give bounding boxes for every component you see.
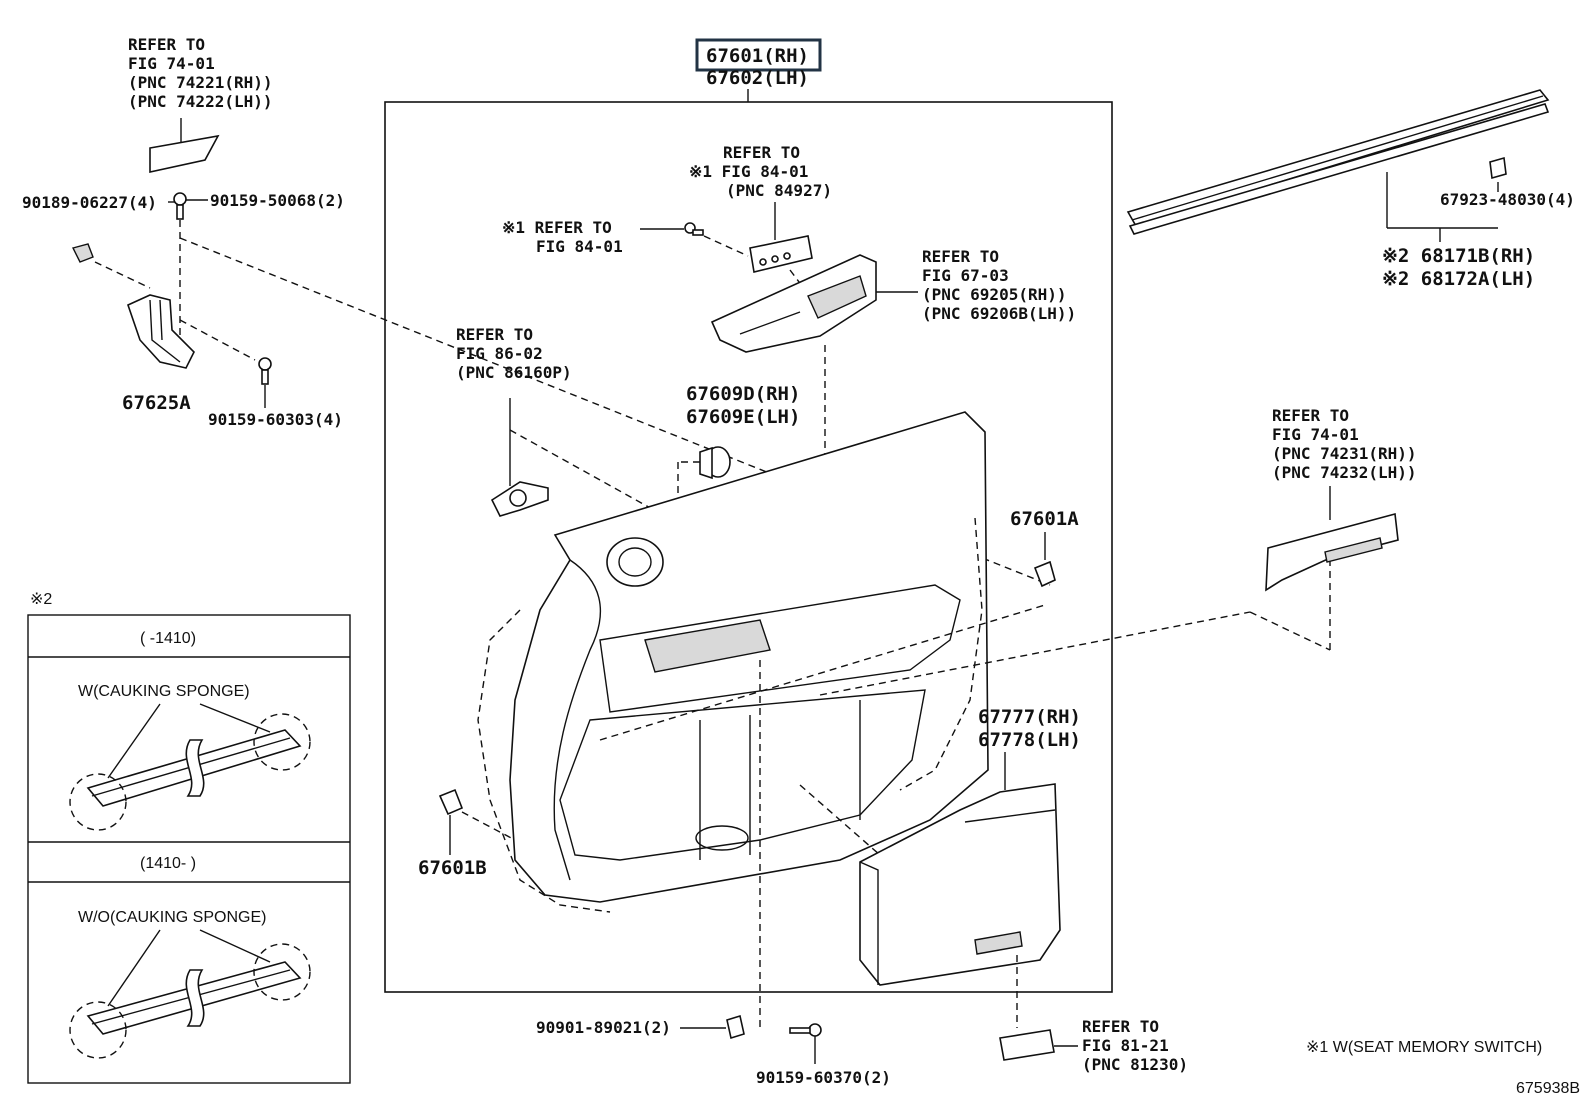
label-90159-60303: 90159-60303(4) xyxy=(208,410,343,429)
inset-molding-with-sponge xyxy=(69,703,311,831)
note-seat-memory-switch: ※1 W(SEAT MEMORY SWITCH) xyxy=(1306,1039,1542,1056)
refer-fig-74-01-right-line2: FIG 74-01 xyxy=(1272,425,1359,444)
clip-67923-48030 xyxy=(1489,156,1507,180)
screw-90159-60303 xyxy=(258,357,272,385)
door-belt-molding-68171B xyxy=(1126,89,1550,235)
trim-outline-clip-path-right xyxy=(899,517,983,791)
label-90159-60370: 90159-60370(2) xyxy=(756,1068,891,1087)
refer-fig-74-01-line2: FIG 74-01 xyxy=(128,54,215,73)
part-number-67601-rh: 67601(RH) xyxy=(706,45,809,67)
trim-outline-clip-path xyxy=(477,609,611,913)
refer-fig-86-02-line1: REFER TO xyxy=(456,325,533,344)
refer-fig-81-21-line3: (PNC 81230) xyxy=(1082,1055,1188,1074)
label-67777-rh: 67777(RH) xyxy=(978,706,1081,728)
refer-fig-84-01-a-line3: (PNC 84927) xyxy=(726,181,832,200)
label-67778-lh: 67778(LH) xyxy=(978,729,1081,751)
clip-90189-06227 xyxy=(71,243,94,263)
power-window-switch-bezel xyxy=(1265,512,1399,592)
refer-fig-67-03-line2: FIG 67-03 xyxy=(922,266,1009,285)
door-trim-board xyxy=(509,411,989,903)
label-68172A-lh: ※2 68172A(LH) xyxy=(1382,268,1535,290)
refer-fig-74-01-line3: (PNC 74221(RH)) xyxy=(128,73,273,92)
refer-fig-84-01-a-line1: REFER TO xyxy=(723,143,800,162)
refer-fig-67-03-line4: (PNC 69206B(LH)) xyxy=(922,304,1076,323)
bracket-67625A xyxy=(127,294,195,369)
refer-fig-74-01-right-line3: (PNC 74231(RH)) xyxy=(1272,444,1417,463)
refer-fig-84-01-b-line1: ※1 REFER TO xyxy=(502,218,612,237)
lower-door-panel-67777 xyxy=(859,783,1061,986)
screw-90159-60370 xyxy=(789,1023,822,1037)
tweeter-speaker-part xyxy=(490,481,549,517)
mirror-cover-part xyxy=(149,134,220,173)
armrest-switch-panel xyxy=(710,254,877,353)
refer-fig-81-21-line2: FIG 81-21 xyxy=(1082,1036,1169,1055)
refer-fig-74-01-line4: (PNC 74222(LH)) xyxy=(128,92,273,111)
title-callout-box xyxy=(695,38,822,72)
label-90901-89021: 90901-89021(2) xyxy=(536,1018,671,1037)
clip-67601A xyxy=(1033,560,1056,588)
inset-row1-caption: W(CAUKING SPONGE) xyxy=(78,683,250,700)
label-67601A: 67601A xyxy=(1010,508,1079,530)
label-67923-48030: 67923-48030(4) xyxy=(1440,190,1575,209)
refer-fig-67-03-line3: (PNC 69205(RH)) xyxy=(922,285,1067,304)
label-90189-06227: 90189-06227(4) xyxy=(22,193,157,212)
refer-fig-74-01-line1: REFER TO xyxy=(128,35,205,54)
door-handle-light-part xyxy=(999,1029,1055,1061)
inset-row2-caption: W/O(CAUKING SPONGE) xyxy=(78,909,266,926)
label-67601B: 67601B xyxy=(418,857,487,879)
refer-fig-84-01-b-line2: FIG 84-01 xyxy=(536,237,623,256)
label-67609D: 67609D(RH) xyxy=(686,383,800,405)
refer-fig-84-01-a-line2: ※1 FIG 84-01 xyxy=(689,162,808,181)
refer-fig-74-01-right-line4: (PNC 74232(LH)) xyxy=(1272,463,1417,482)
refer-fig-74-01-right-line1: REFER TO xyxy=(1272,406,1349,425)
label-68171B-rh: ※2 68171B(RH) xyxy=(1382,245,1535,267)
inset-marker: ※2 xyxy=(30,591,52,608)
screw-90159-50068 xyxy=(173,192,187,220)
clip-90901-89021 xyxy=(726,1014,745,1040)
screw-switch xyxy=(684,222,704,236)
label-67625A: 67625A xyxy=(122,392,191,414)
label-67609E: 67609E(LH) xyxy=(686,406,800,428)
refer-fig-67-03-line1: REFER TO xyxy=(922,247,999,266)
inset-row1-header: ( -1410) xyxy=(140,630,196,647)
speaker-cover-plug xyxy=(699,446,731,480)
part-number-67602-lh: 67602(LH) xyxy=(706,67,809,89)
refer-fig-81-21-line1: REFER TO xyxy=(1082,1017,1159,1036)
assembly-frame xyxy=(384,101,1113,993)
inset-row2-header: (1410- ) xyxy=(140,855,196,872)
refer-fig-86-02-line3: (PNC 86160P) xyxy=(456,363,572,382)
inset-molding-without-sponge xyxy=(69,929,311,1059)
label-90159-50068: 90159-50068(2) xyxy=(210,191,345,210)
refer-fig-86-02-line2: FIG 86-02 xyxy=(456,344,543,363)
memory-switch-part xyxy=(749,235,813,273)
diagram-id: 675938B xyxy=(1516,1080,1580,1097)
clip-67601B xyxy=(438,788,464,816)
